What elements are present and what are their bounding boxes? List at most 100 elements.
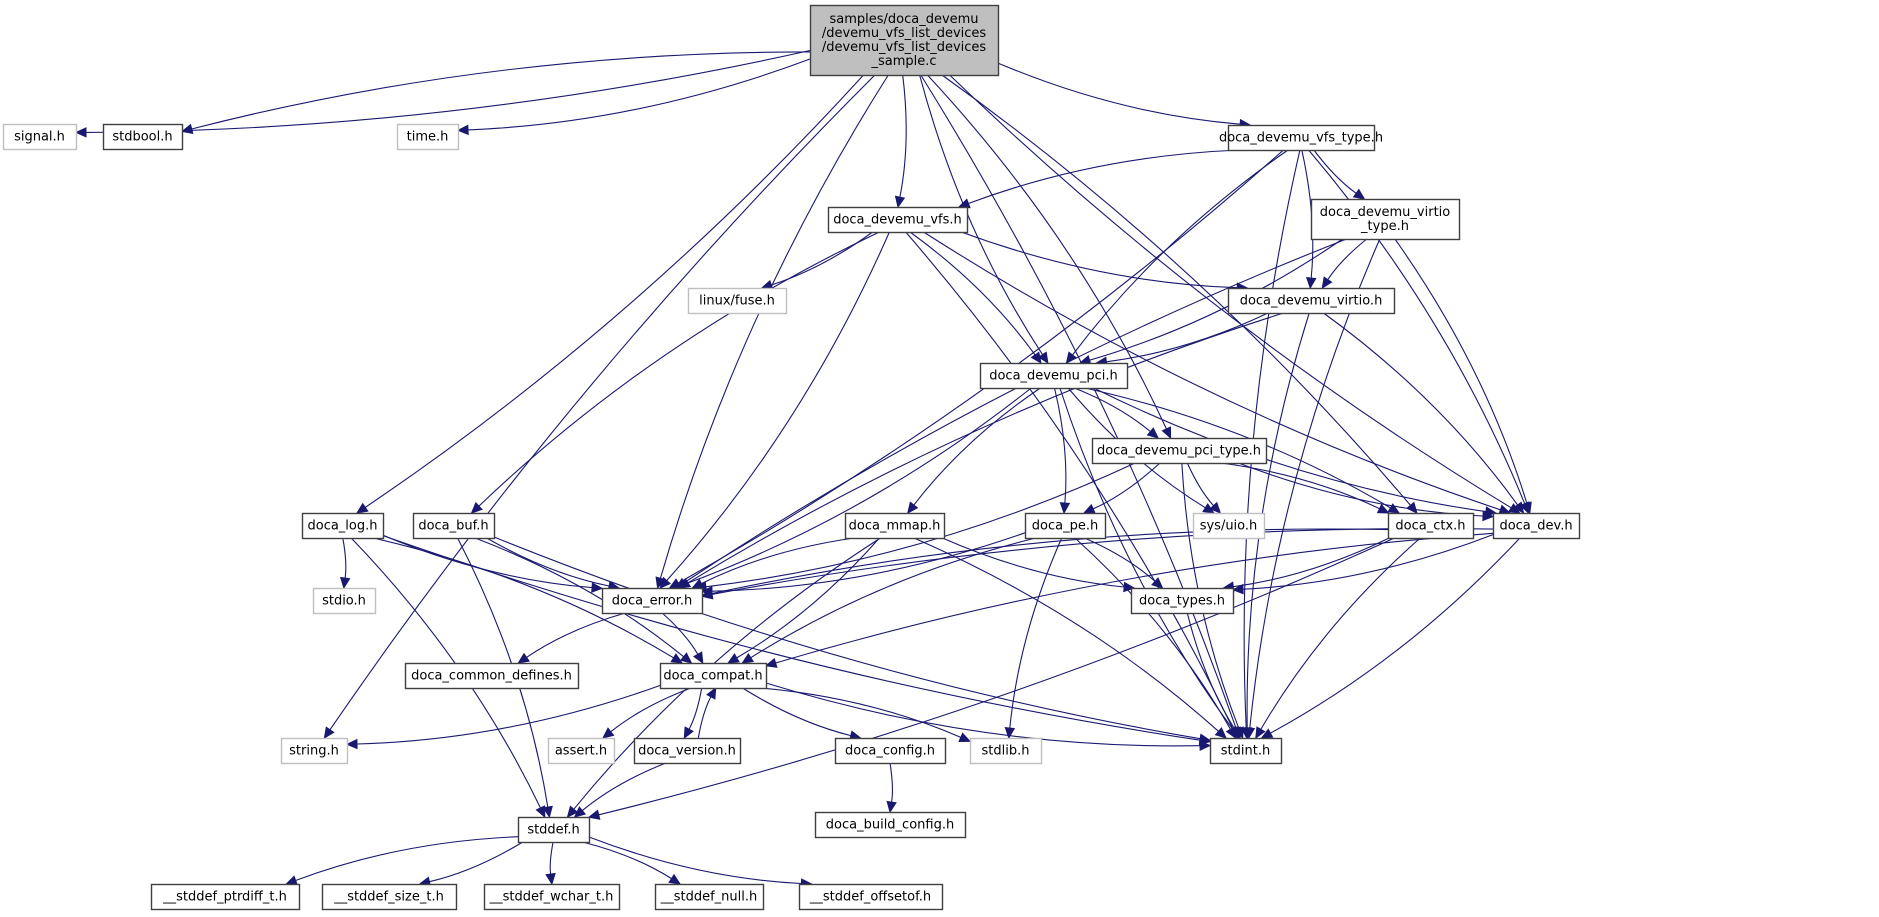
edge-dev-to-stdint [1270,537,1521,734]
edge-virtio_type-to-error [684,238,1347,583]
node-root[interactable]: samples/doca_devemu/devemu_vfs_list_devi… [809,4,1000,77]
node-box-offsetof[interactable] [798,883,944,911]
node-label-virtio_type: doca_devemu_virtio [1320,205,1451,220]
node-box-stddef[interactable] [517,816,591,844]
node-compat[interactable]: doca_compat.h [659,662,768,690]
node-ptrdiff[interactable]: __stddef_ptrdiff_t.h [150,883,301,911]
node-error[interactable]: doca_error.h [601,587,704,615]
node-common[interactable]: doca_common_defines.h [404,662,580,690]
arrowhead-compat-to-stdlib [958,732,972,743]
node-box-vfs_type[interactable] [1227,124,1376,152]
node-config[interactable]: doca_config.h [834,737,947,765]
edge-vfs_type-to-virtio_type [1313,149,1357,194]
node-box-stdbool[interactable] [102,123,184,151]
node-version[interactable]: doca_version.h [633,737,742,765]
arrowhead-pci_type-to-pe [1082,503,1096,514]
node-pe[interactable]: doca_pe.h [1024,512,1107,540]
node-virtio[interactable]: doca_devemu_virtio.h [1227,287,1396,315]
edge-log-to-compat [373,537,674,659]
edge-vfs_type-to-dev [1308,149,1526,504]
edge-vfs-to-buf [478,231,880,507]
edge-pci-to-stdint [1059,387,1234,731]
node-box-dev[interactable] [1492,512,1581,540]
node-size_t[interactable]: __stddef_size_t.h [321,883,458,911]
arrowhead-virtio-to-stdint [1241,727,1253,740]
node-wchar[interactable]: __stddef_wchar_t.h [483,883,621,911]
node-dev[interactable]: doca_dev.h [1492,512,1581,540]
node-box-stdint[interactable] [1209,737,1283,765]
node-box-types[interactable] [1130,587,1235,615]
arrowhead-compat-to-stdint [1199,740,1212,751]
node-label-log: doca_log.h [307,519,377,534]
node-box-pci[interactable] [979,362,1129,390]
node-stddef[interactable]: stddef.h [517,816,591,844]
node-offsetof[interactable]: __stddef_offsetof.h [798,883,944,911]
node-mmap[interactable]: doca_mmap.h [844,512,946,540]
node-types[interactable]: doca_types.h [1130,587,1235,615]
node-null[interactable]: __stddef_null.h [654,883,765,911]
node-box-uio [1192,512,1266,540]
node-box-compat[interactable] [659,662,768,690]
node-box-pe[interactable] [1024,512,1107,540]
node-stdint[interactable]: stdint.h [1209,737,1283,765]
node-box-wchar[interactable] [483,883,621,911]
edge-root-to-time [467,58,811,131]
node-box-error[interactable] [601,587,704,615]
node-label-signal: signal.h [14,130,65,145]
node-box-vfs[interactable] [827,206,969,234]
edge-root-to-ctx [941,74,1411,506]
edge-log-to-stdint [382,535,1201,741]
arrowhead-root-to-vfs [894,195,906,209]
node-label-fuse: linux/fuse.h [699,294,775,309]
node-log[interactable]: doca_log.h [301,512,385,540]
edge-root-to-string [329,74,876,731]
arrowhead-ctx-to-stddef [587,809,601,820]
edge-stddef-to-null [582,841,672,880]
node-box-ctx[interactable] [1387,512,1475,540]
node-build_config[interactable]: doca_build_config.h [814,811,967,839]
edge-ctx-to-error [711,528,1389,595]
node-box-common[interactable] [404,662,580,690]
node-box-root[interactable] [809,4,1000,77]
edge-virtio_type-to-virtio [1327,238,1368,280]
edge-vfs-to-fuse [771,231,874,286]
node-buf[interactable]: doca_buf.h [412,512,496,540]
edge-buf-to-compat [474,537,684,658]
node-label-compat: doca_compat.h [663,669,762,684]
node-box-config[interactable] [834,737,947,765]
node-vfs_type[interactable]: doca_devemu_vfs_type.h [1219,124,1383,152]
edge-vfs-to-error [666,231,890,581]
node-box-version[interactable] [633,737,742,765]
node-virtio_type[interactable]: doca_devemu_virtio_type.h [1310,198,1461,241]
node-box-size_t[interactable] [321,883,458,911]
node-pci[interactable]: doca_devemu_pci.h [979,362,1129,390]
node-label-pci: doca_devemu_pci.h [989,369,1118,384]
arrowhead-virtio-to-dev [1513,501,1525,514]
node-pci_type[interactable]: doca_devemu_pci_type.h [1091,437,1268,465]
node-box-ptrdiff[interactable] [150,883,301,911]
node-box-log[interactable] [301,512,385,540]
node-label-config: doca_config.h [845,744,935,759]
edge-compat-to-stdlib [761,687,962,738]
node-box-virtio[interactable] [1227,287,1396,315]
node-box-mmap[interactable] [844,512,946,540]
node-box-pci_type[interactable] [1091,437,1268,465]
node-box-string [280,737,349,765]
node-box-buf[interactable] [412,512,496,540]
node-box-build_config[interactable] [814,811,967,839]
node-ctx[interactable]: doca_ctx.h [1387,512,1475,540]
node-box-virtio_type[interactable] [1310,198,1461,241]
node-box-null[interactable] [654,883,765,911]
node-stdbool[interactable]: stdbool.h [102,123,184,151]
node-vfs[interactable]: doca_devemu_vfs.h [827,206,969,234]
node-uio: sys/uio.h [1192,512,1266,540]
arrowhead-pci_type-to-ctx [1376,503,1390,514]
arrowhead-mmap-to-error [691,578,705,589]
node-label-root: /devemu_vfs_list_devices [822,40,987,55]
node-label-time: time.h [407,130,449,145]
node-label-version: doca_version.h [638,744,736,759]
node-box-fuse [687,287,788,315]
edge-stddef-to-ptrdiff [295,836,519,882]
edge-virtio-to-pci [1106,312,1269,363]
arrowhead-log-to-stdio [340,576,351,590]
